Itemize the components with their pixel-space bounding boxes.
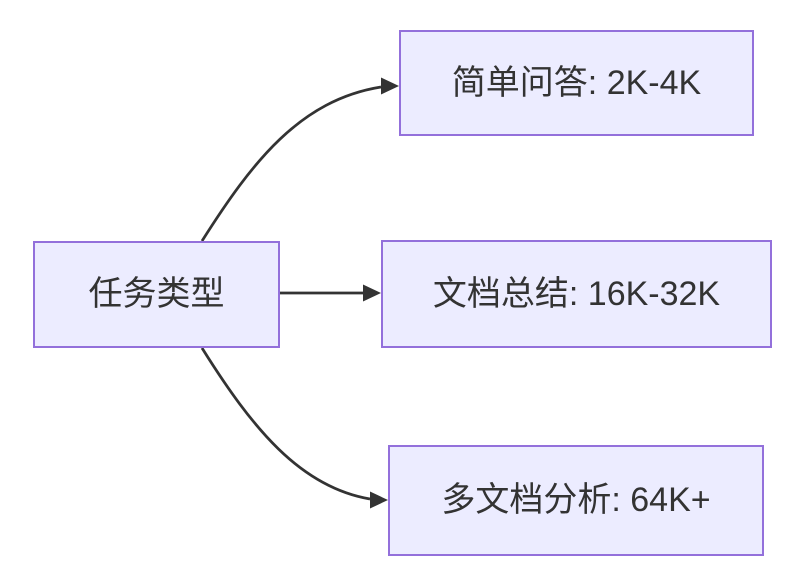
arrowhead-qa-icon [381, 77, 399, 95]
arrowhead-analysis-icon [370, 491, 388, 509]
node-multi-doc-analysis: 多文档分析: 64K+ [388, 445, 764, 556]
node-task-type: 任务类型 [33, 241, 280, 348]
node-doc-summary: 文档总结: 16K-32K [381, 240, 772, 348]
node-task-type-label: 任务类型 [88, 275, 225, 314]
arrowhead-summary-icon [363, 284, 381, 302]
edge-task-to-analysis [200, 347, 371, 501]
node-multi-doc-analysis-label: 多文档分析: 64K+ [441, 481, 711, 520]
edge-task-to-qa [200, 85, 382, 242]
node-simple-qa: 简单问答: 2K-4K [399, 30, 754, 136]
node-doc-summary-label: 文档总结: 16K-32K [432, 274, 721, 313]
node-simple-qa-label: 简单问答: 2K-4K [451, 63, 702, 102]
